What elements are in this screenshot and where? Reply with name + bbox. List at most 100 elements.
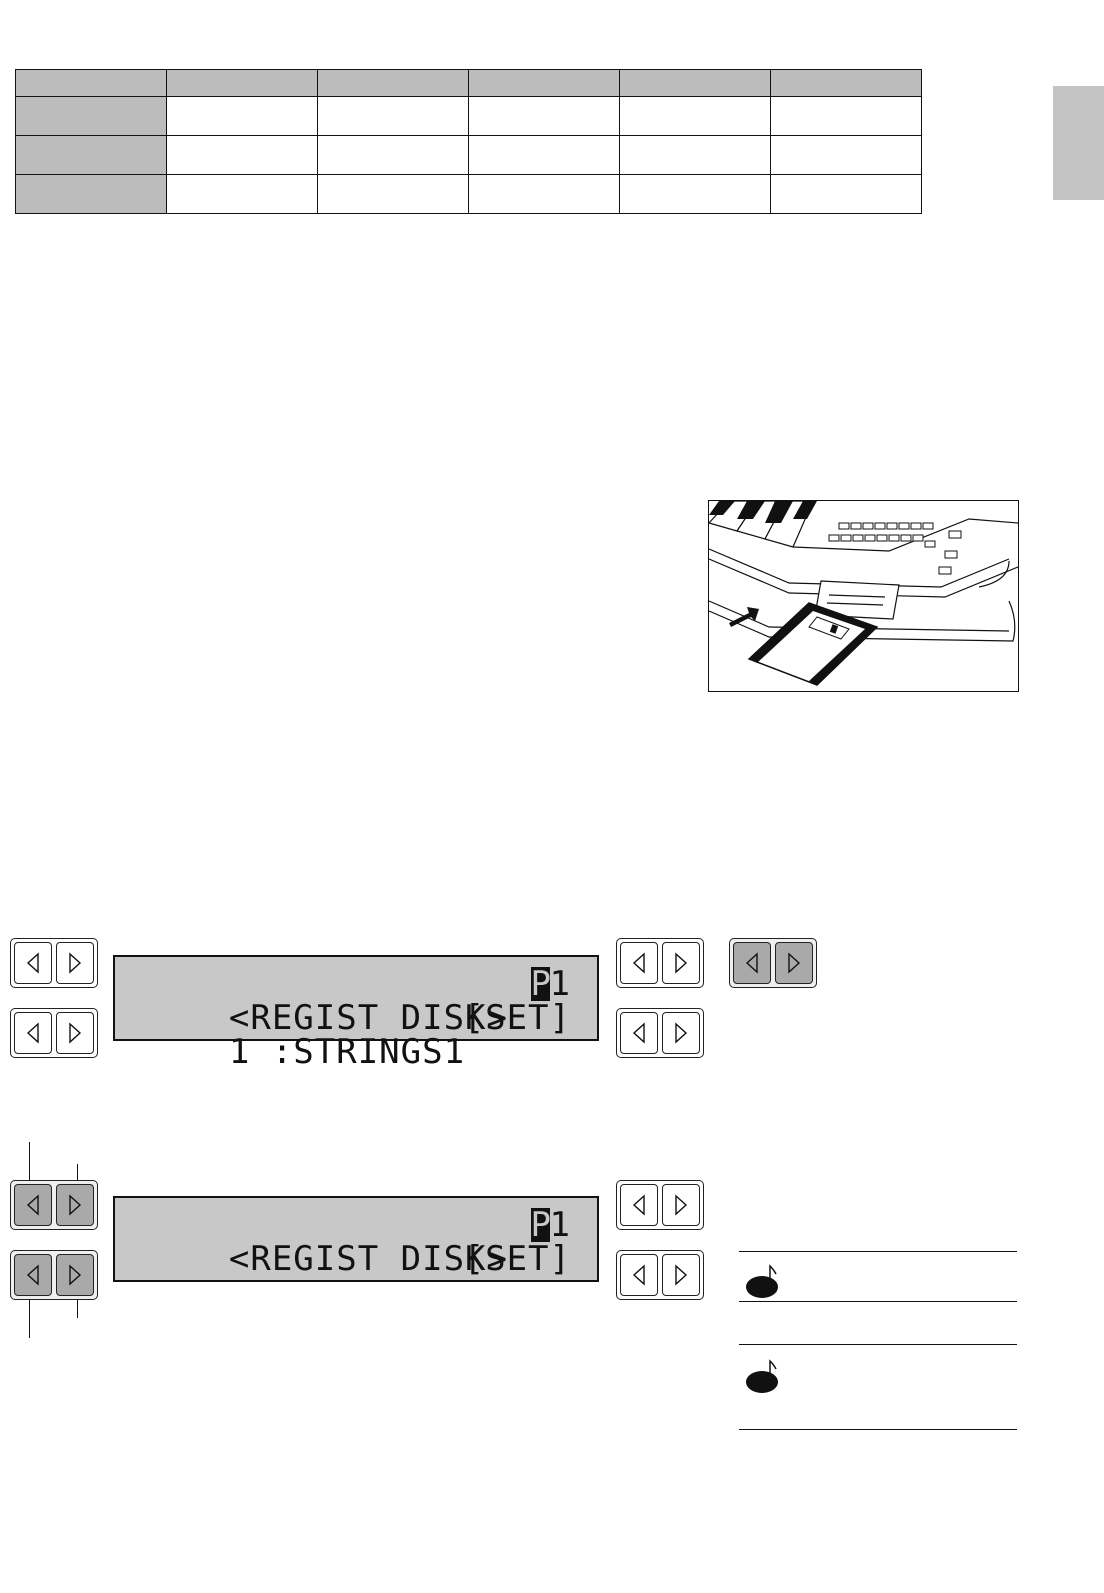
right-arrow-button[interactable] — [662, 1184, 700, 1226]
right-arrow-button[interactable] — [56, 942, 94, 984]
table-header-row — [15, 69, 922, 97]
right-arrow-icon — [675, 1264, 688, 1286]
lcd-title: <REGIST DISK> — [228, 1239, 508, 1279]
left-arrow-button-pair-upper[interactable] — [10, 938, 98, 988]
lcd-set-label: [SET] — [463, 1239, 571, 1279]
right-arrow-button[interactable] — [56, 1012, 94, 1054]
note-rule-bottom — [739, 1429, 1017, 1430]
callout-line — [29, 1142, 30, 1184]
left-arrow-button[interactable] — [14, 1184, 52, 1226]
table-cell — [317, 135, 469, 175]
left-arrow-button[interactable] — [620, 1184, 658, 1226]
left-arrow-icon — [26, 1022, 39, 1044]
left-arrow-icon — [632, 952, 645, 974]
table-row — [15, 96, 922, 136]
lcd-page-indicator: P1 — [530, 1205, 571, 1245]
pressed-left-button-pair-upper[interactable] — [10, 1180, 98, 1230]
table-row-header — [15, 96, 167, 136]
right-arrow-button[interactable] — [56, 1184, 94, 1226]
right-arrow-button-pair-upper[interactable] — [616, 938, 704, 988]
table-cell — [619, 96, 771, 136]
lcd-line-1: <REGIST DISK> P1 — [143, 1205, 571, 1276]
table-cell — [317, 96, 469, 136]
table-cell — [166, 135, 318, 175]
lcd-line-2: [SET] — [143, 1242, 571, 1276]
right-arrow-button[interactable] — [662, 942, 700, 984]
table-row — [15, 174, 922, 214]
table-cell — [468, 135, 620, 175]
left-arrow-icon — [745, 952, 758, 974]
note-icon — [746, 1359, 778, 1393]
table-row-header — [15, 174, 167, 214]
lcd-page-indicator: P1 — [530, 964, 571, 1004]
left-arrow-button[interactable] — [733, 942, 771, 984]
left-arrow-button[interactable] — [14, 942, 52, 984]
right-arrow-button[interactable] — [662, 1012, 700, 1054]
table-cell — [166, 96, 318, 136]
right-arrow-icon — [69, 952, 82, 974]
table-header-cell — [468, 69, 620, 97]
lcd-display-regist-disk: <REGIST DISK> P1 1 :STRINGS1 [SET] — [113, 955, 599, 1069]
pressed-arrow-button-pair[interactable] — [729, 938, 817, 988]
left-arrow-button-pair-lower[interactable] — [10, 1008, 98, 1058]
table-cell — [468, 96, 620, 136]
table-header-cell — [317, 69, 469, 97]
table-row-header — [15, 135, 167, 175]
left-arrow-button[interactable] — [620, 1254, 658, 1296]
right-arrow-button[interactable] — [775, 942, 813, 984]
callout-line — [29, 1300, 30, 1338]
table-cell — [166, 174, 318, 214]
lcd-set-label: [SET] — [463, 998, 571, 1038]
right-arrow-icon — [675, 1194, 688, 1216]
left-arrow-icon — [26, 1264, 39, 1286]
left-arrow-icon — [632, 1022, 645, 1044]
lcd-page-digit: 1 — [549, 1205, 571, 1245]
table-cell — [770, 96, 922, 136]
left-arrow-button[interactable] — [14, 1254, 52, 1296]
table-header-cell — [770, 69, 922, 97]
note-rule-top — [739, 1251, 1017, 1252]
floppy-insertion-illustration — [708, 500, 1019, 692]
right-arrow-button-pair-lower[interactable] — [616, 1008, 704, 1058]
note-icon — [746, 1264, 778, 1298]
lcd-display-regist-disk-empty: <REGIST DISK> P1 [SET] — [113, 1196, 599, 1282]
callout-line — [77, 1300, 78, 1318]
chapter-tab — [1053, 86, 1104, 200]
table-cell — [770, 135, 922, 175]
table-cell — [770, 174, 922, 214]
table-header-cell — [619, 69, 771, 97]
left-arrow-icon — [26, 952, 39, 974]
right-arrow-icon — [69, 1264, 82, 1286]
right-arrow-button-pair-upper[interactable] — [616, 1180, 704, 1230]
table-cell — [619, 135, 771, 175]
left-arrow-icon — [632, 1194, 645, 1216]
pressed-left-button-pair-lower[interactable] — [10, 1250, 98, 1300]
floppy-disk-icon — [709, 501, 1018, 686]
note-rule-top — [739, 1344, 1017, 1345]
lcd-line-2: 1 :STRINGS1 [SET] — [143, 998, 571, 1069]
left-arrow-icon — [26, 1194, 39, 1216]
right-arrow-icon — [69, 1022, 82, 1044]
right-arrow-button-pair-lower[interactable] — [616, 1250, 704, 1300]
left-arrow-button[interactable] — [620, 1012, 658, 1054]
right-arrow-button[interactable] — [662, 1254, 700, 1296]
callout-line — [77, 1164, 78, 1184]
right-arrow-icon — [675, 952, 688, 974]
lcd-registration-name: 1 :STRINGS1 — [228, 1032, 466, 1072]
lcd-title: <REGIST DISK> — [228, 998, 508, 1038]
lcd-page-digit: 1 — [549, 964, 571, 1004]
left-arrow-button[interactable] — [620, 942, 658, 984]
right-arrow-icon — [788, 952, 801, 974]
table-cell — [468, 174, 620, 214]
table-row — [15, 135, 922, 175]
data-table — [15, 69, 922, 214]
lcd-cursor: P — [530, 964, 552, 1004]
table-cell — [619, 174, 771, 214]
table-header-cell — [15, 69, 167, 97]
right-arrow-icon — [69, 1194, 82, 1216]
note-rule-bottom — [739, 1301, 1017, 1302]
right-arrow-button[interactable] — [56, 1254, 94, 1296]
table-header-cell — [166, 69, 318, 97]
left-arrow-button[interactable] — [14, 1012, 52, 1054]
table-cell — [317, 174, 469, 214]
